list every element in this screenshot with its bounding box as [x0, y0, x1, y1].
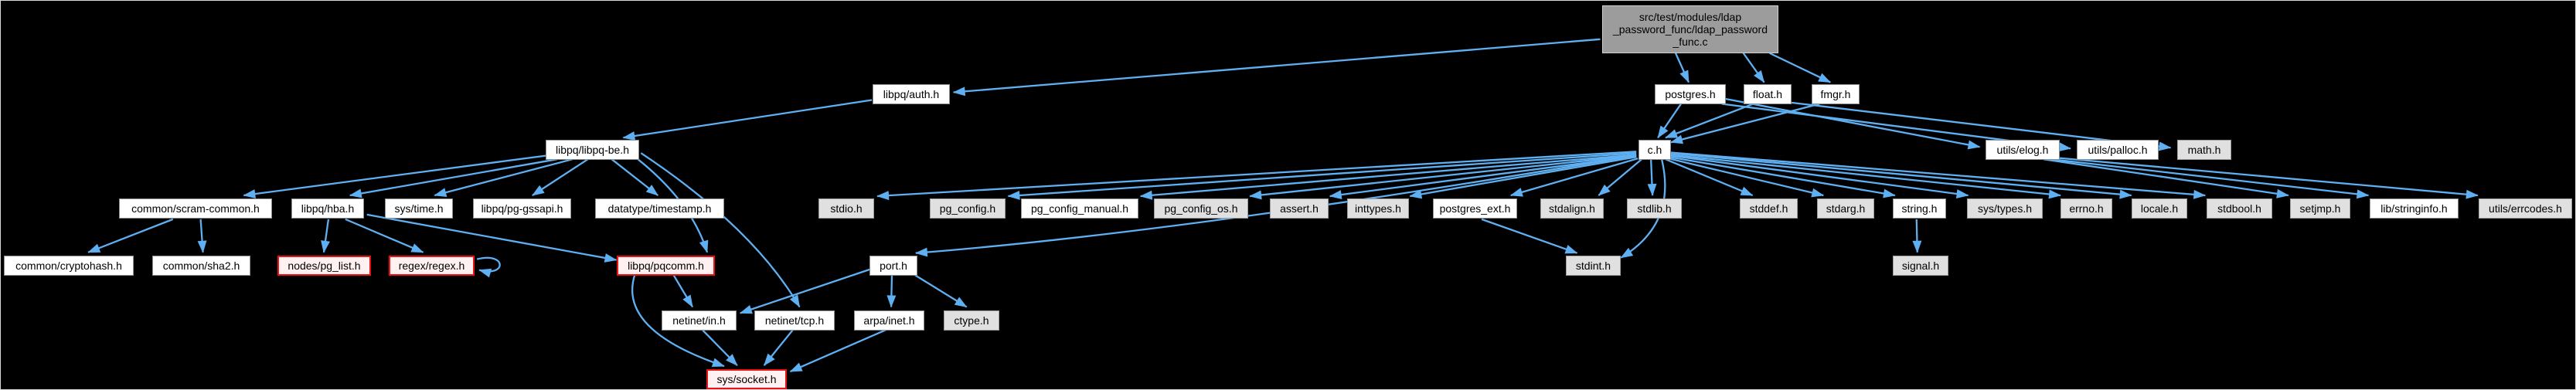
node-float[interactable]: float.h [1744, 84, 1792, 104]
node-root: src/test/modules/ldap _password_func/lda… [1602, 5, 1778, 53]
edge-c-to-sys_types [1668, 154, 1969, 198]
node-cryptohash[interactable]: common/cryptohash.h [4, 256, 134, 276]
node-pg_list[interactable]: nodes/pg_list.h [277, 256, 371, 276]
node-errcodes: utils/errcodes.h [2479, 198, 2572, 219]
node-tcp_h[interactable]: netinet/tcp.h [754, 310, 835, 331]
node-c[interactable]: c.h [1638, 140, 1671, 160]
node-ctype: ctype.h [944, 310, 999, 331]
edge-root-to-auth [952, 38, 1601, 97]
edge-regex-to-regex [476, 256, 501, 278]
edge-be-to-systime [434, 158, 573, 197]
node-regex[interactable]: regex/regex.h [389, 256, 475, 276]
node-hba[interactable]: libpq/hba.h [291, 198, 364, 219]
node-pqcomm[interactable]: libpq/pqcomm.h [617, 256, 715, 276]
edge-c-to-locale [1668, 152, 2132, 199]
edge-auth-to-be [622, 99, 873, 141]
node-inttypes: inttypes.h [1347, 198, 1409, 219]
node-elog[interactable]: utils/elog.h [1986, 140, 2060, 160]
edge-root-to-postgres [1674, 53, 1690, 83]
edge-scram-to-cryptohash [87, 218, 174, 253]
edge-c-to-string [1668, 156, 1896, 198]
edge-be-to-hba [349, 158, 557, 198]
node-palloc[interactable]: utils/palloc.h [2077, 140, 2159, 160]
edge-hba-to-pqcomm [366, 213, 618, 263]
node-stdlib: stdlib.h [1627, 198, 1682, 219]
edge-c-to-stdalign [1598, 158, 1642, 196]
edge-elog-to-stringinfo [2050, 158, 2370, 199]
edge-c-to-postgres_ext [1509, 158, 1638, 197]
edge-hba-to-pg_list [321, 219, 330, 253]
node-scram[interactable]: common/scram-common.h [119, 198, 272, 219]
node-stdbool: stdbool.h [2207, 198, 2272, 219]
node-postgres_ext[interactable]: postgres_ext.h [1433, 198, 1517, 219]
edge-c-to-stdbool [1668, 151, 2207, 199]
node-postgres[interactable]: postgres.h [1655, 84, 1726, 104]
node-string[interactable]: string.h [1893, 198, 1946, 219]
edge-root-to-float [1742, 53, 1765, 83]
edge-port-to-arpa [886, 274, 897, 308]
node-port[interactable]: port.h [869, 256, 917, 276]
node-fmgr[interactable]: fmgr.h [1812, 84, 1860, 104]
edge-postgres_ext-to-stdint [1481, 218, 1578, 254]
node-gssapi[interactable]: libpq/pg-gssapi.h [473, 198, 571, 219]
edge-c-to-errno [1668, 154, 2062, 199]
edge-root-to-fmgr [1769, 52, 1832, 83]
node-stdalign: stdalign.h [1540, 198, 1604, 219]
edge-c-to-pg_config [1007, 152, 1637, 200]
node-errno: errno.h [2060, 198, 2112, 219]
node-setjmp: setjmp.h [2290, 198, 2350, 219]
edge-c-to-stddef [1665, 158, 1754, 197]
edge-hba-to-regex [345, 218, 424, 253]
edge-c-to-stdarg [1668, 158, 1825, 198]
edge-string-to-signal [1912, 219, 1922, 253]
edge-elog-to-setjmp [2043, 158, 2289, 198]
edge-float-to-c [1665, 103, 1754, 139]
node-pg_config_os: pg_config_os.h [1154, 198, 1248, 219]
edge-postgres-to-elog [1723, 97, 1981, 150]
edge-port-to-ctype [914, 273, 968, 308]
node-sha2[interactable]: common/sha2.h [152, 256, 250, 276]
node-stdint: stdint.h [1566, 256, 1621, 276]
node-math: math.h [2177, 140, 2231, 160]
edge-be-to-timestamp [611, 158, 659, 196]
edge-fmgr-to-c [1670, 103, 1820, 144]
edge-pqcomm-to-socket [631, 274, 725, 368]
node-locale: locale.h [2132, 198, 2187, 219]
node-assert: assert.h [1270, 198, 1329, 219]
edge-be-to-gssapi [532, 158, 589, 196]
node-arpa[interactable]: arpa/inet.h [854, 310, 924, 331]
node-systime[interactable]: sys/time.h [385, 198, 453, 219]
node-signal: signal.h [1893, 256, 1948, 276]
node-socket[interactable]: sys/socket.h [706, 369, 787, 389]
edge-elog-to-errcodes [2054, 157, 2479, 199]
edge-in_h-to-socket [701, 328, 738, 366]
edge-pqcomm-to-in_h [672, 274, 694, 308]
node-stdio: stdio.h [818, 198, 874, 219]
edge-be-to-tcp_h [640, 152, 801, 308]
edge-c-to-pg_config_manual [1139, 154, 1637, 200]
edge-c-to-pg_config_os [1249, 154, 1637, 200]
node-in_h[interactable]: netinet/in.h [662, 310, 737, 331]
edge-c-to-assert [1329, 155, 1637, 199]
edge-c-to-stdlib [1647, 159, 1657, 196]
edge-postgres-to-c [1657, 103, 1682, 139]
edge-port-to-in_h [739, 268, 871, 314]
edge-c-to-stdio [876, 151, 1637, 201]
edge-tcp_h-to-socket [763, 328, 795, 366]
edge-scram-to-sha2 [197, 219, 207, 253]
node-pg_config_manual[interactable]: pg_config_manual.h [1021, 198, 1138, 219]
node-stddef: stddef.h [1740, 198, 1798, 219]
edge-be-to-scram [243, 154, 548, 198]
edge-arpa-to-socket [789, 328, 888, 373]
node-be[interactable]: libpq/libpq-be.h [546, 140, 639, 160]
node-sys_types: sys/types.h [1967, 198, 2043, 219]
node-stdarg: stdarg.h [1817, 198, 1874, 219]
edge-c-to-inttypes [1409, 156, 1637, 199]
node-pg_config: pg_config.h [930, 198, 1006, 219]
node-stringinfo[interactable]: lib/stringinfo.h [2370, 198, 2459, 219]
node-auth[interactable]: libpq/auth.h [873, 84, 950, 104]
node-timestamp[interactable]: datatype/timestamp.h [595, 198, 724, 219]
